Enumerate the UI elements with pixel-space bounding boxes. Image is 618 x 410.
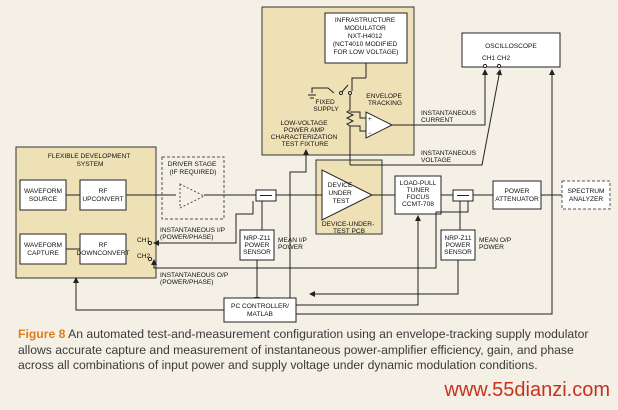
oscilloscope-block xyxy=(461,32,561,68)
dut-label: DEVICE UNDER TEST xyxy=(328,182,354,205)
resistor-icon xyxy=(345,109,355,127)
svg-text:PC CONTROLLER/MATLAB: PC CONTROLLER/MATLAB xyxy=(231,303,289,318)
ch1-port-icon xyxy=(482,63,488,69)
driver-stage-box xyxy=(161,156,225,220)
rf-downconvert-block xyxy=(79,233,127,265)
fixed-supply-label: FIXED SUPPLY xyxy=(313,99,339,113)
watermark: www.55dianzi.com xyxy=(444,379,610,401)
fixed-supply-wire xyxy=(311,87,335,94)
modulator-block xyxy=(324,12,408,64)
pc-controller-block xyxy=(223,297,297,323)
ch2-port-icon xyxy=(496,63,502,69)
driver-stage-label: DRIVER STAGE (IF REQUIRED) xyxy=(168,161,218,176)
output-power-sensor-block xyxy=(440,229,476,261)
inst-current-label: INSTANTANEOUS CURRENT xyxy=(421,110,478,124)
waveform-source-block xyxy=(19,179,67,211)
driver-amp-icon xyxy=(179,183,206,209)
figure-number: Figure 8 xyxy=(18,327,66,341)
dut-amp-icon xyxy=(321,169,374,221)
ch1-label: CH1 xyxy=(137,237,151,244)
pc-to-fixture-wire xyxy=(289,149,309,298)
pc-to-scope-wire xyxy=(296,69,555,315)
inst-op-wire xyxy=(151,201,469,269)
oscilloscope-channels: CH1 CH2 xyxy=(482,55,511,62)
pc-to-tuner-wire xyxy=(296,215,421,306)
svg-text:+: + xyxy=(368,117,372,123)
flex-dev-label: FLEXIBLE DEVELOPMENT SYSTEM xyxy=(48,153,132,168)
fixture-label: LOW-VOLTAGE POWER AMP CHARACTERIZATION T… xyxy=(271,120,339,148)
waveform-capture-block xyxy=(19,233,67,265)
power-attenuator-block xyxy=(492,180,542,210)
inst-ip-label: INSTANTANEOUS I/P(POWER/PHASE) xyxy=(160,227,226,241)
spectrum-analyzer-block xyxy=(561,180,611,210)
rf-upconvert-block xyxy=(79,179,127,211)
inst-voltage-label: INSTANTANEOUS VOLTAGE xyxy=(421,150,478,164)
voltage-to-scope-wire xyxy=(350,69,503,166)
modulator-label: INFRASTRUCTURE MODULATOR NXT-H4012 (NCT4… xyxy=(333,17,399,56)
envelope-tracking-label: ENVELOPE TRACKING xyxy=(366,93,403,107)
current-to-scope-wire xyxy=(392,69,488,126)
figure-caption: Figure 8 An automated test-and-measureme… xyxy=(18,327,608,374)
ch2-label: CH2 xyxy=(137,253,151,260)
pc-to-flex-wire xyxy=(73,277,224,311)
inst-op-label: INSTANTANEOUS O/P(POWER/PHASE) xyxy=(160,272,229,286)
inst-ip-wire xyxy=(153,201,254,246)
oscilloscope-label: OSCILLOSCOPE xyxy=(485,43,537,50)
dut-pcb-label: DEVICE-UNDER- TEST PCB xyxy=(322,221,376,235)
svg-text:−: − xyxy=(368,131,372,137)
input-power-sensor-block xyxy=(239,229,275,261)
current-amp-icon xyxy=(365,111,394,139)
caption-text: An automated test-and-measurement config… xyxy=(18,327,589,373)
load-pull-tuner-block xyxy=(394,175,442,215)
